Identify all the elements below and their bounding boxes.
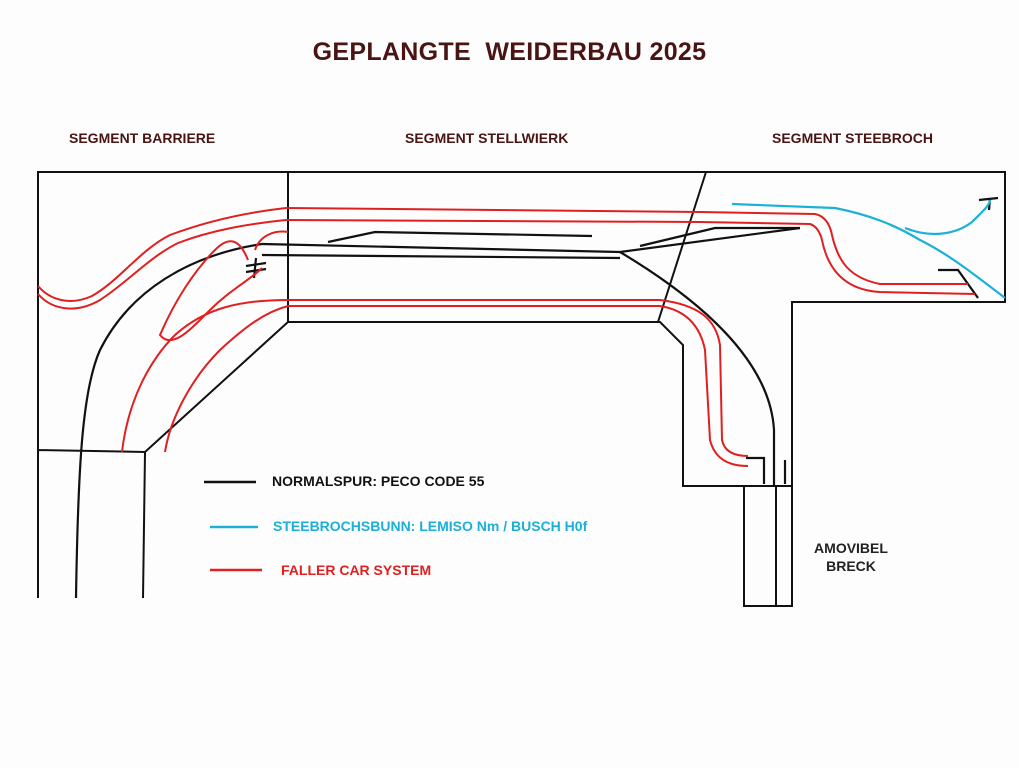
steebroch-narrow-line <box>731 202 1006 299</box>
road-main-upper-outer <box>285 207 968 285</box>
legend-swatches <box>204 480 262 572</box>
segment-label-steebroch: SEGMENT STEEBROCH <box>772 130 934 146</box>
barriere-leg-outline <box>142 451 146 599</box>
removable-section-label-line2: BRECK <box>826 558 876 574</box>
buffer-stop-steebroch <box>938 268 979 299</box>
diagram-title: GEPLANGTE WEIDERBAU 2025 <box>312 38 707 66</box>
legend-label-normal: NORMALSPUR: PECO CODE 55 <box>272 473 485 489</box>
steebroch-narrow-branch <box>904 199 992 235</box>
removable-section-outline <box>743 486 793 607</box>
removable-section-label-line1: AMOVIBEL <box>814 540 888 556</box>
removable-section-label: AMOVIBEL BRECK <box>806 539 896 575</box>
main-line-curve <box>74 242 263 599</box>
main-line-to-steebroch <box>619 251 776 486</box>
legend-label-narrow: STEEBROCHSBUNN: LEMISO Nm / BUSCH H0f <box>273 518 588 534</box>
road-left-loop-outer <box>37 207 287 302</box>
road-left-loop-inner <box>37 219 287 310</box>
road-main-upper-inner <box>285 219 976 295</box>
road-inner-loop-2 <box>254 230 289 251</box>
road-main-lower-outer <box>164 305 749 467</box>
main-line-upper <box>261 226 801 254</box>
baseboard-frame <box>37 171 1006 607</box>
baseboard-outline <box>37 171 1006 598</box>
legend-label-car: FALLER CAR SYSTEM <box>281 562 432 578</box>
segment-label-stellwierk: SEGMENT STELLWIERK <box>405 130 569 146</box>
road-main-lower-inner <box>121 299 749 457</box>
main-line-lower <box>261 253 621 260</box>
siding-right-top <box>639 226 800 248</box>
siding-left-top <box>327 230 593 244</box>
narrow-gauge-tracks <box>731 199 1006 299</box>
normal-gauge-tracks <box>74 196 999 599</box>
car-system-roads <box>37 207 976 467</box>
segment-divider-right <box>657 171 707 323</box>
track-end-lower <box>746 456 766 484</box>
road-inner-loop <box>158 240 263 342</box>
segment-label-barriere: SEGMENT BARRIERE <box>69 130 216 146</box>
